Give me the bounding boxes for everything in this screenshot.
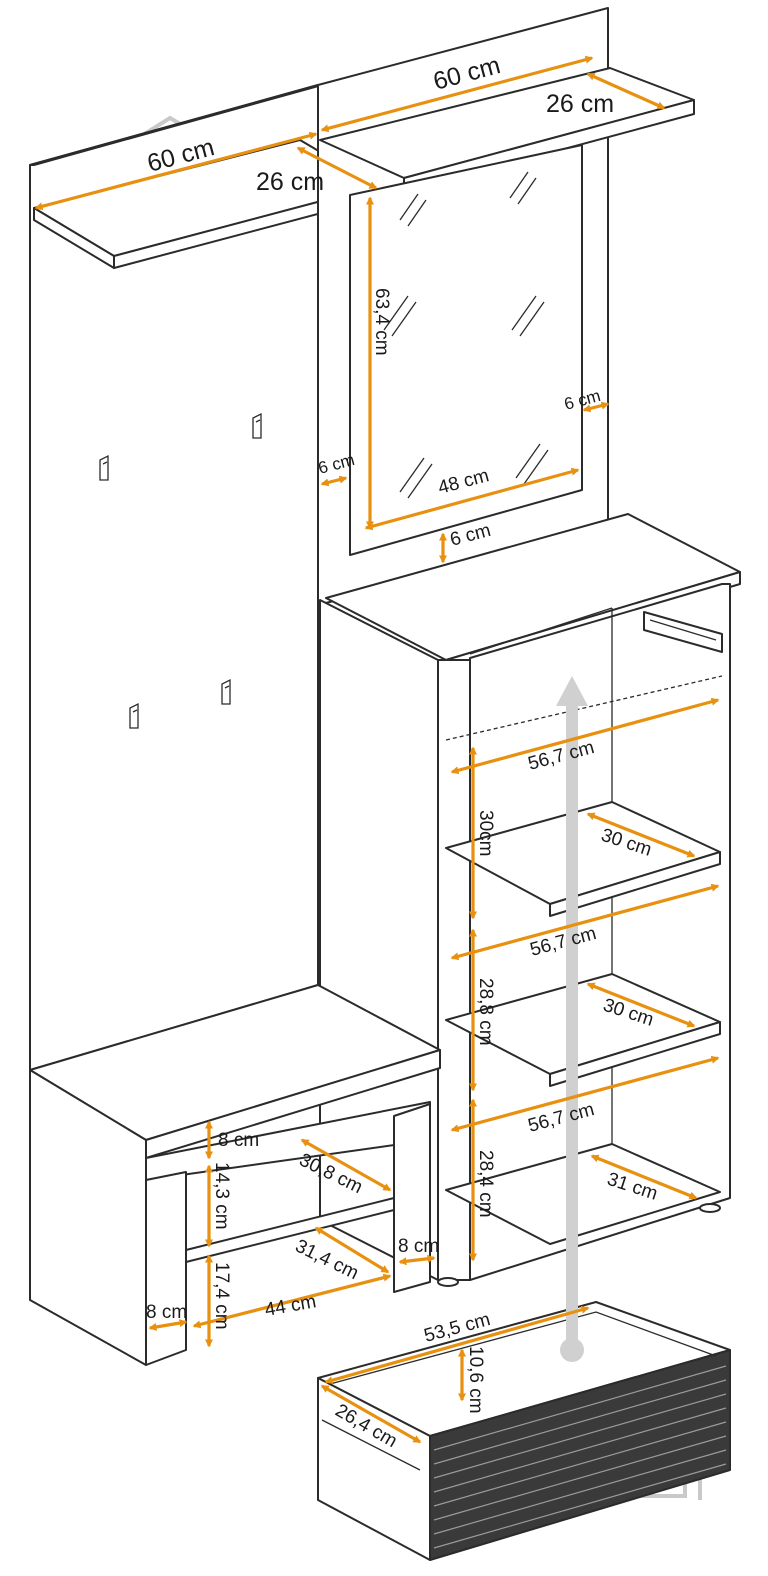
label-cabinet-height-top: 30cm — [475, 810, 496, 856]
coat-hook-icon — [252, 412, 262, 439]
label-right-shelf-depth: 26 cm — [546, 90, 614, 118]
label-bench-side-right: 8 cm — [398, 1236, 439, 1257]
label-bench-depth-lower: 31,4 cm — [292, 1236, 362, 1285]
mirror — [349, 144, 583, 556]
label-left-shelf-depth: 26 cm — [256, 168, 324, 196]
coat-hook-icon — [129, 702, 139, 729]
coat-hook-icon — [99, 454, 109, 481]
label-bench-height-lower: 17,4 cm — [211, 1262, 232, 1330]
label-cabinet-height-bottom: 28,4 cm — [475, 1150, 496, 1218]
dimension-lines — [34, 55, 720, 1444]
label-bench-opening-width: 44 cm — [263, 1291, 318, 1321]
label-bench-height-upper: 14,3 cm — [211, 1162, 232, 1230]
drawer-slide-icon — [643, 611, 723, 653]
label-mirror-height: 63,4 cm — [371, 288, 392, 356]
bench — [29, 984, 441, 1366]
coat-hook-icon — [221, 678, 231, 705]
label-bench-side-left: 8 cm — [146, 1302, 187, 1323]
label-cabinet-height-mid: 28,8 cm — [475, 978, 496, 1046]
label-drawer-height: 10,6 cm — [465, 1346, 486, 1414]
label-bench-top-thickness: 8 cm — [218, 1130, 259, 1151]
